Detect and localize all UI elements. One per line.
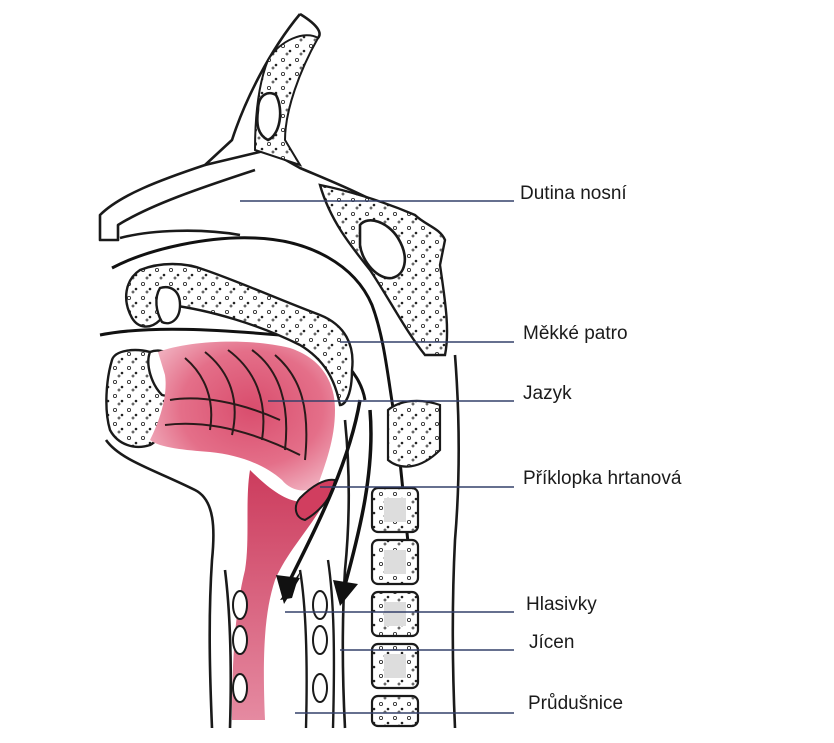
food-arrowhead: [333, 580, 358, 606]
sinus: [256, 91, 282, 142]
label-epiglottis: Příklopka hrtanová: [523, 468, 682, 489]
throat-passage: [232, 470, 335, 720]
upper-tooth: [155, 286, 182, 325]
tongue-muscle-lines: [164, 349, 308, 461]
upper-jaw: [124, 262, 354, 407]
neck-outline: [104, 354, 461, 729]
air-arrowhead-left: [276, 575, 300, 604]
air-flow-arrow: [288, 399, 362, 581]
trachea-rings: [232, 590, 328, 703]
esophagus-outline: [298, 559, 336, 729]
label-trachea: Průdušnice: [528, 693, 624, 714]
label-nasal-cavity: Dutina nosní: [520, 183, 627, 204]
label-esophagus: Jícen: [529, 632, 575, 653]
label-vocal-cords: Hlasivky: [526, 594, 597, 615]
spine: [370, 399, 442, 728]
tongue: [150, 341, 335, 491]
food-flow-arrow: [343, 409, 373, 586]
leader-lines: [240, 200, 514, 714]
sphenoid-sinus: [358, 219, 407, 280]
label-tongue: Jazyk: [523, 383, 572, 404]
label-soft-palate: Měkké patro: [523, 323, 628, 344]
